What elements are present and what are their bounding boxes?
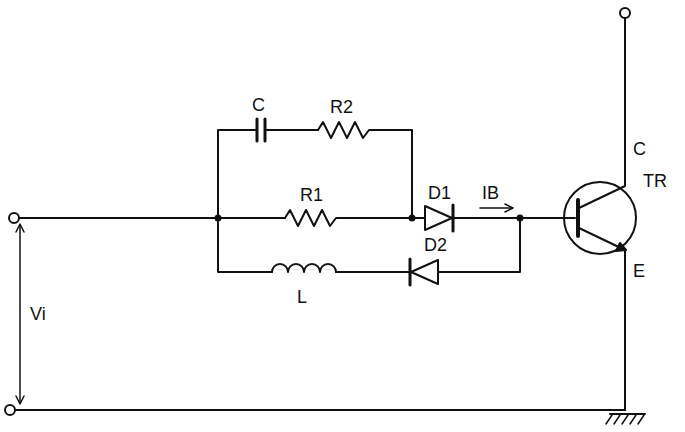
diode-symbol (411, 260, 438, 284)
wire (265, 129, 318, 131)
wire (19, 217, 285, 219)
signal-label: IB (482, 184, 499, 202)
wire (453, 217, 575, 219)
capacitor-symbol (256, 119, 259, 141)
wire (373, 130, 412, 218)
wire (438, 218, 520, 272)
component-label: TR (643, 172, 667, 190)
component-label: D1 (428, 184, 451, 202)
wire (218, 130, 257, 218)
ground-hatch (630, 415, 636, 424)
ground-hatch (614, 415, 620, 424)
signal-label: Vi (30, 305, 46, 323)
arrowhead (16, 224, 24, 232)
input-terminal (5, 405, 15, 415)
resistor-symbol (285, 210, 340, 226)
junction-dot (410, 216, 415, 221)
wire (218, 218, 272, 272)
pin-label: E (633, 262, 645, 280)
wire (15, 409, 625, 411)
input-terminal (9, 213, 19, 223)
emitter-lead (579, 228, 625, 410)
voltage-arrow (19, 226, 21, 402)
ground-hatch (622, 415, 628, 424)
component-label: L (297, 288, 307, 306)
diode-symbol (425, 206, 452, 230)
emitter-arrow (616, 243, 626, 251)
pin-label: C (633, 140, 646, 158)
component-label: C (252, 96, 265, 114)
transistor-base (576, 200, 580, 236)
ground-hatch (638, 415, 644, 424)
arrowhead (505, 204, 513, 212)
junction-dot (518, 216, 523, 221)
wire (336, 271, 410, 273)
resistor-symbol (318, 122, 373, 138)
current-arrow (480, 207, 512, 209)
component-label: R2 (330, 98, 353, 116)
component-label: R1 (300, 186, 323, 204)
ground-hatch (606, 415, 612, 424)
arrowhead (16, 396, 24, 404)
collector-lead (579, 18, 625, 208)
output-terminal (620, 8, 630, 18)
component-label: D2 (424, 236, 447, 254)
transistor-envelope (564, 182, 636, 254)
inductor-symbol (272, 264, 336, 272)
